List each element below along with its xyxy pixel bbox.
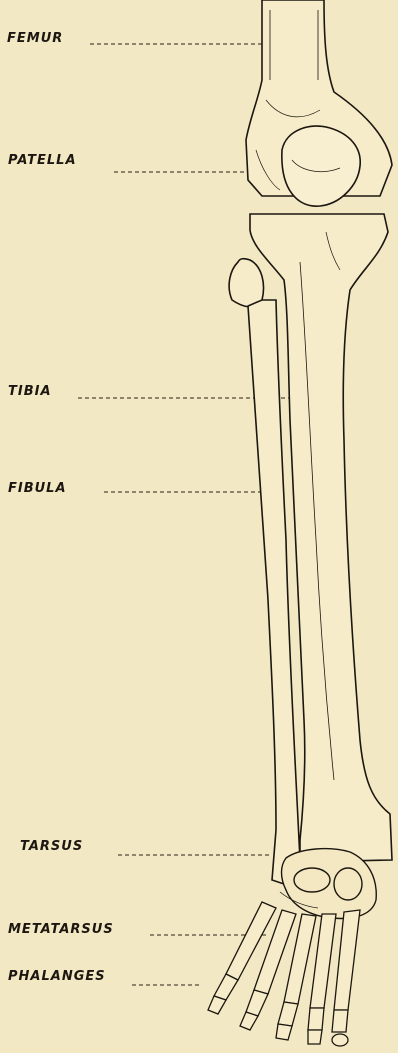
phalanges-label: PHALANGES xyxy=(8,970,106,984)
patella-label: PATELLA xyxy=(8,154,77,168)
fibula-label: FIBULA xyxy=(8,482,67,496)
tibia-label: TIBIA xyxy=(8,385,52,399)
tarsus-label: TARSUS xyxy=(20,840,83,854)
metatarsus-label: METATARSUS xyxy=(8,923,114,937)
femur-label: FEMUR xyxy=(7,32,63,46)
tarsus-bones xyxy=(280,849,376,919)
